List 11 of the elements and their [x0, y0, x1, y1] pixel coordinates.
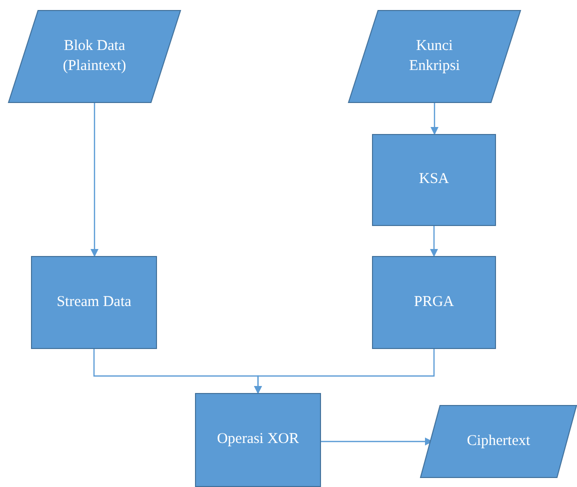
- node-label: Blok Data (Plaintext): [62, 37, 128, 76]
- node-label: Operasi XOR: [216, 430, 300, 450]
- node-label: PRGA: [414, 292, 454, 312]
- arrow: [430, 103, 438, 135]
- node-label: Kunci Enkripsi: [408, 37, 461, 76]
- node-label: Stream Data: [56, 292, 132, 312]
- arrow: [430, 226, 438, 257]
- arrow: [254, 349, 435, 394]
- node-label: Ciphertext: [466, 432, 530, 451]
- node-label: KSA: [418, 170, 449, 190]
- arrow: [90, 103, 98, 257]
